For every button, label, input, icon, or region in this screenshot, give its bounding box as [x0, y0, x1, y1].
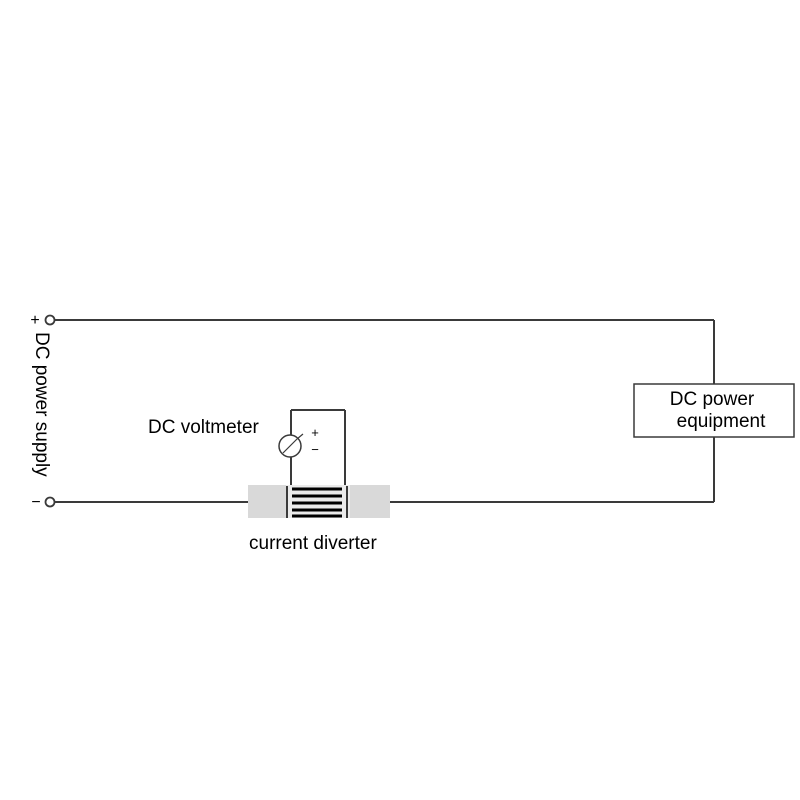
diverter-label: current diverter — [249, 533, 377, 554]
equipment-label-line1: DC power — [670, 389, 755, 410]
positive-symbol: + — [30, 312, 39, 329]
positive-terminal — [44, 314, 56, 326]
negative-symbol: − — [31, 494, 40, 511]
diverter-body-right — [350, 485, 390, 518]
diverter-body-left — [248, 485, 286, 518]
equipment-box — [633, 383, 795, 438]
equipment-label-line2: equipment — [677, 411, 766, 432]
voltmeter-pointer — [296, 433, 304, 440]
voltmeter-label: DC voltmeter — [148, 417, 260, 438]
negative-terminal — [44, 496, 56, 508]
voltmeter-needle — [282, 438, 298, 454]
power-supply-label: DC power supply — [31, 332, 52, 477]
voltmeter-minus: − — [311, 442, 319, 457]
voltmeter-plus: + — [311, 425, 319, 440]
